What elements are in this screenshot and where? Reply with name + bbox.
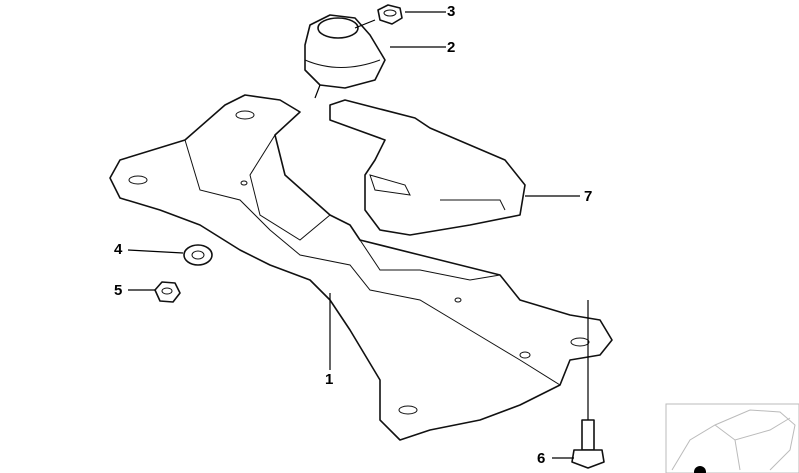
callout-4[interactable]: 4 bbox=[114, 241, 123, 258]
callout-5[interactable]: 5 bbox=[114, 282, 123, 299]
bolt-part bbox=[571, 419, 605, 469]
nut-part bbox=[377, 4, 403, 25]
leader-line-4 bbox=[127, 249, 184, 254]
callout-2[interactable]: 2 bbox=[447, 39, 456, 56]
callout-6[interactable]: 6 bbox=[537, 450, 546, 467]
callout-7[interactable]: 7 bbox=[584, 188, 593, 205]
crossmember-part bbox=[109, 94, 613, 441]
washer-part bbox=[183, 244, 213, 266]
callout-1[interactable]: 1 bbox=[325, 371, 334, 388]
vehicle-thumbnail bbox=[665, 403, 799, 473]
vehicle-location-marker bbox=[694, 466, 706, 473]
rubber-mount-part bbox=[304, 14, 386, 99]
callout-3[interactable]: 3 bbox=[447, 3, 456, 20]
heat-shield-part bbox=[329, 99, 526, 236]
hex-nut-part bbox=[154, 281, 181, 303]
